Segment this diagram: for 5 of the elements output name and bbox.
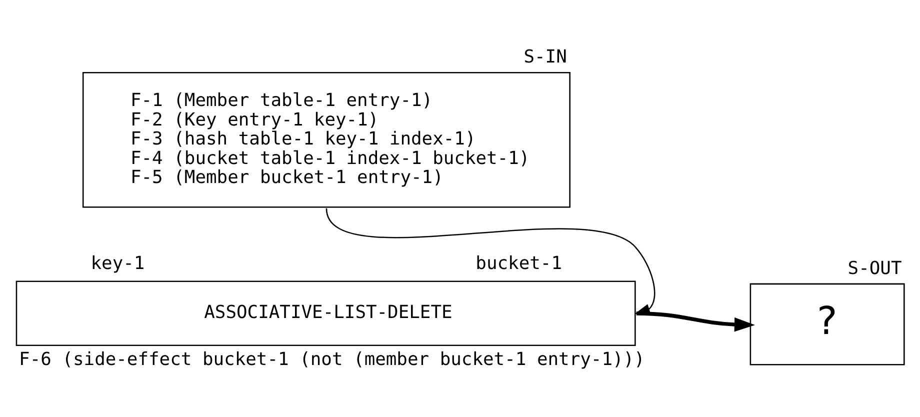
node-label: S-IN bbox=[524, 46, 567, 68]
node-label: bucket-1 bbox=[476, 252, 562, 274]
node-label: S-OUT bbox=[848, 257, 902, 278]
node-label: key-1 bbox=[90, 252, 145, 274]
node-label: F-6 (side-effect bucket-1 (not (member bucket-1 entry-1))) bbox=[19, 348, 645, 370]
